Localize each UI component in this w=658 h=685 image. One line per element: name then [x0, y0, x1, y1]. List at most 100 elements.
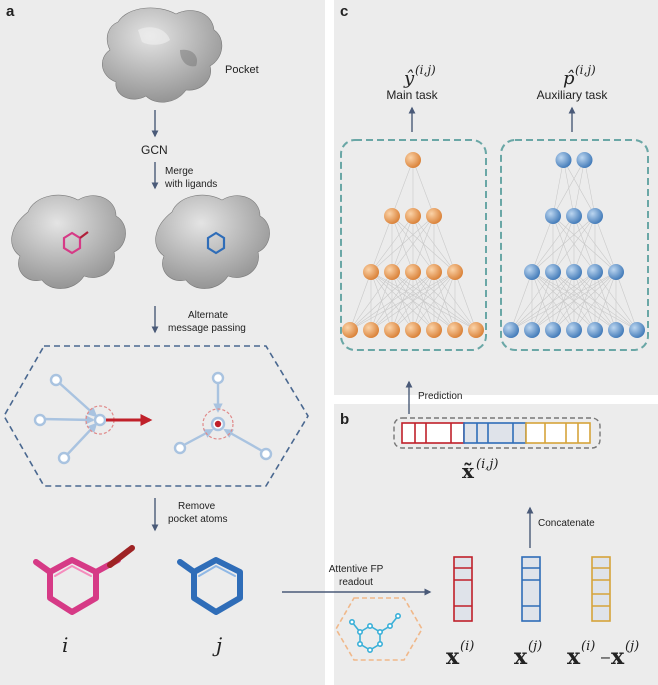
network-edge [412, 271, 456, 331]
network-node [524, 322, 540, 338]
ligand-i [33, 545, 135, 615]
svg-text:p̂: p̂ [563, 68, 575, 89]
concat-symbol: x̃ (i,j) [462, 457, 498, 483]
network-node [384, 322, 400, 338]
network-edge [552, 159, 564, 217]
remove-label-1: Remove [178, 501, 216, 512]
ligand-j [177, 557, 243, 615]
network-edge [573, 215, 596, 273]
network-node [503, 322, 519, 338]
network-node [426, 322, 442, 338]
network-edge [349, 271, 456, 331]
aux-network [503, 152, 645, 338]
alt-label-2: message passing [168, 323, 246, 334]
network-node [555, 152, 572, 168]
network-edge [531, 215, 554, 273]
merge-label-2: with ligands [164, 179, 217, 190]
message-passing-right [173, 371, 273, 461]
network-edge [349, 271, 435, 331]
message-passing-left [33, 373, 153, 465]
network-edge [412, 215, 435, 273]
merged-surface-i [11, 194, 126, 289]
network-edge [510, 271, 617, 331]
network-edge [531, 215, 575, 273]
ligand-j-label: j [212, 633, 222, 657]
svg-text:x: x [611, 644, 625, 670]
merged-surface-j [155, 194, 270, 289]
network-node [587, 322, 603, 338]
network-node [384, 208, 400, 224]
svg-text:(i,j): (i,j) [476, 457, 498, 472]
network-edge [573, 271, 617, 331]
panel-b-letter: b [340, 411, 349, 428]
network-node [545, 322, 561, 338]
network-edge [454, 271, 477, 331]
network-node [524, 264, 540, 280]
network-node [447, 322, 463, 338]
alt-label-1: Alternate [188, 310, 228, 321]
network-node [342, 322, 358, 338]
network-node [426, 264, 442, 280]
network-edge [510, 271, 533, 331]
svg-text:–: – [601, 649, 610, 666]
network-edge [370, 215, 393, 273]
svg-text:x: x [514, 644, 528, 670]
network-node [363, 322, 379, 338]
network-node [608, 264, 624, 280]
svg-text:(i): (i) [581, 639, 595, 654]
network-edge [573, 159, 585, 217]
pocket-label: Pocket [225, 64, 259, 76]
network-edge [531, 215, 596, 273]
network-node [426, 208, 442, 224]
svg-text:(i): (i) [460, 639, 474, 654]
network-node [576, 152, 593, 168]
network-edge [349, 271, 393, 331]
network-edge [349, 271, 372, 331]
label-xj: x (j) [514, 639, 542, 670]
label-xdiff: x (i) – x (j) [567, 639, 639, 670]
main-task-header: ŷ (i,j) Main task [386, 63, 438, 102]
network-edge [433, 271, 456, 331]
panel-c-letter: c [340, 3, 348, 20]
network-node [566, 322, 582, 338]
network-node [587, 208, 603, 224]
network-edge [391, 159, 414, 217]
network-edge [370, 215, 435, 273]
network-edge [510, 271, 554, 331]
readout-label-1: Attentive FP [329, 564, 384, 575]
remove-label-2: pocket atoms [168, 514, 227, 525]
label-xi: x (i) [446, 639, 474, 670]
network-edge [552, 159, 585, 217]
network-edge [584, 159, 596, 217]
svg-text:ŷ: ŷ [403, 68, 415, 89]
vector-xdiff [591, 556, 611, 622]
svg-text:x: x [567, 644, 581, 670]
network-node [363, 264, 379, 280]
vector-xj [521, 556, 541, 622]
network-node [587, 264, 603, 280]
panel-b-bg [334, 404, 658, 685]
concatenate-label: Concatenate [538, 518, 595, 529]
svg-text:(i,j): (i,j) [415, 63, 436, 77]
network-edge [510, 271, 575, 331]
concat-vector [401, 422, 591, 444]
network-node [566, 264, 582, 280]
network-edge [391, 215, 435, 273]
svg-text:(i,j): (i,j) [575, 63, 596, 77]
network-node [545, 264, 561, 280]
network-edge [391, 271, 456, 331]
network-edge [370, 271, 456, 331]
message-passing-hexagon [3, 345, 309, 487]
network-edge [615, 271, 638, 331]
network-node [545, 208, 561, 224]
svg-text:Main task: Main task [386, 88, 438, 102]
svg-text:(j): (j) [528, 639, 542, 654]
network-edge [510, 271, 596, 331]
pocket-surface [102, 7, 223, 103]
svg-text:(j): (j) [625, 639, 639, 654]
prediction-label: Prediction [418, 391, 462, 402]
network-node [566, 208, 582, 224]
svg-text:x̃: x̃ [462, 459, 475, 483]
readout-label-2: readout [339, 577, 373, 588]
network-node [384, 264, 400, 280]
